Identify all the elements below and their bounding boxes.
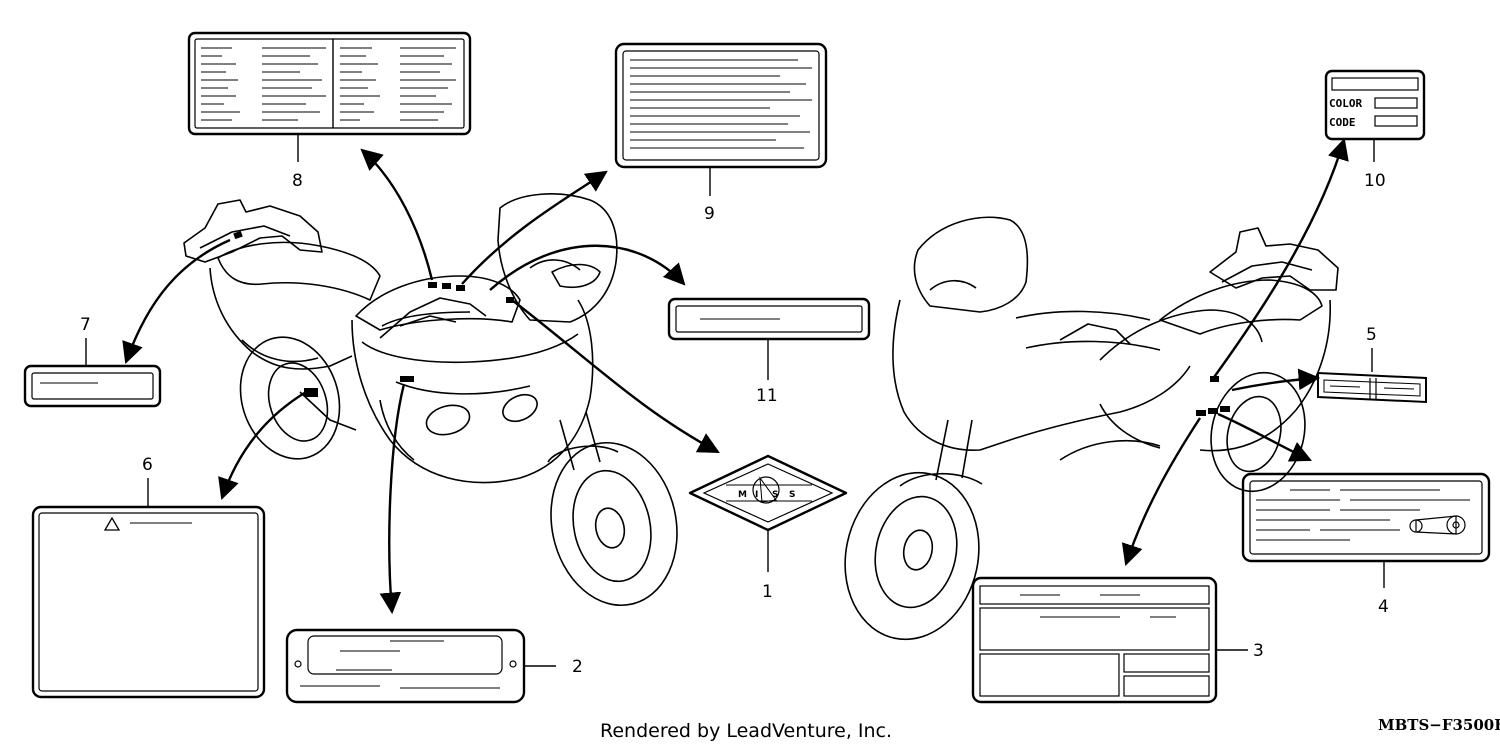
diagram-code: MBTS−F3500B <box>1378 716 1500 734</box>
arrow-5 <box>1231 368 1321 392</box>
arrow-11 <box>489 244 686 291</box>
label-9-illustration <box>614 42 828 196</box>
emblem-letter-1: M <box>738 490 747 500</box>
arrow-10 <box>1211 137 1349 381</box>
label-1-emblem-illustration: M I S S <box>688 454 848 572</box>
callout-5: 5 <box>1366 325 1377 345</box>
drive-chain-icon <box>1409 515 1466 535</box>
label-3-illustration <box>971 576 1248 704</box>
callout-2: 2 <box>572 657 583 677</box>
arrow-9 <box>461 170 608 285</box>
left-motorcycle-illustration <box>183 193 678 607</box>
arrow-8 <box>360 148 434 281</box>
footer-attribution: Rendered by LeadVenture, Inc. <box>600 720 892 742</box>
emblem-letter-3: S <box>772 490 778 500</box>
code-label-text: CODE <box>1329 116 1356 129</box>
emblem-letter-4: S <box>789 490 795 500</box>
emblem-letter-2: I <box>755 490 758 500</box>
arrow-3 <box>1121 417 1202 567</box>
callout-3: 3 <box>1253 641 1264 661</box>
label-4-illustration <box>1241 472 1491 588</box>
label-10-illustration: COLOR CODE <box>1324 69 1426 162</box>
pointer-arrows <box>122 137 1349 615</box>
callout-7: 7 <box>80 315 91 335</box>
arrow-7 <box>122 238 231 365</box>
callout-4: 4 <box>1378 597 1389 617</box>
callout-10: 10 <box>1364 171 1386 191</box>
arrow-4 <box>1217 412 1312 462</box>
label-11-illustration <box>667 297 871 380</box>
right-motorcycle-illustration <box>844 216 1339 641</box>
arrow-2 <box>379 383 406 615</box>
label-7-illustration <box>23 338 162 408</box>
callout-6: 6 <box>142 455 153 475</box>
warning-triangle-icon <box>103 516 121 531</box>
callout-1: 1 <box>762 582 773 602</box>
color-label-text: COLOR <box>1329 97 1362 110</box>
label-8-illustration <box>187 31 472 162</box>
callout-8: 8 <box>292 171 303 191</box>
arrow-6 <box>218 390 307 501</box>
callout-11: 11 <box>756 386 778 406</box>
arrow-1 <box>511 299 720 454</box>
left-bike-label-markers <box>233 230 514 397</box>
label-6-illustration <box>31 478 266 699</box>
right-bike-label-markers <box>1196 376 1230 416</box>
label-5-illustration <box>1317 348 1427 404</box>
callout-9: 9 <box>704 204 715 224</box>
label-2-illustration <box>285 628 556 704</box>
